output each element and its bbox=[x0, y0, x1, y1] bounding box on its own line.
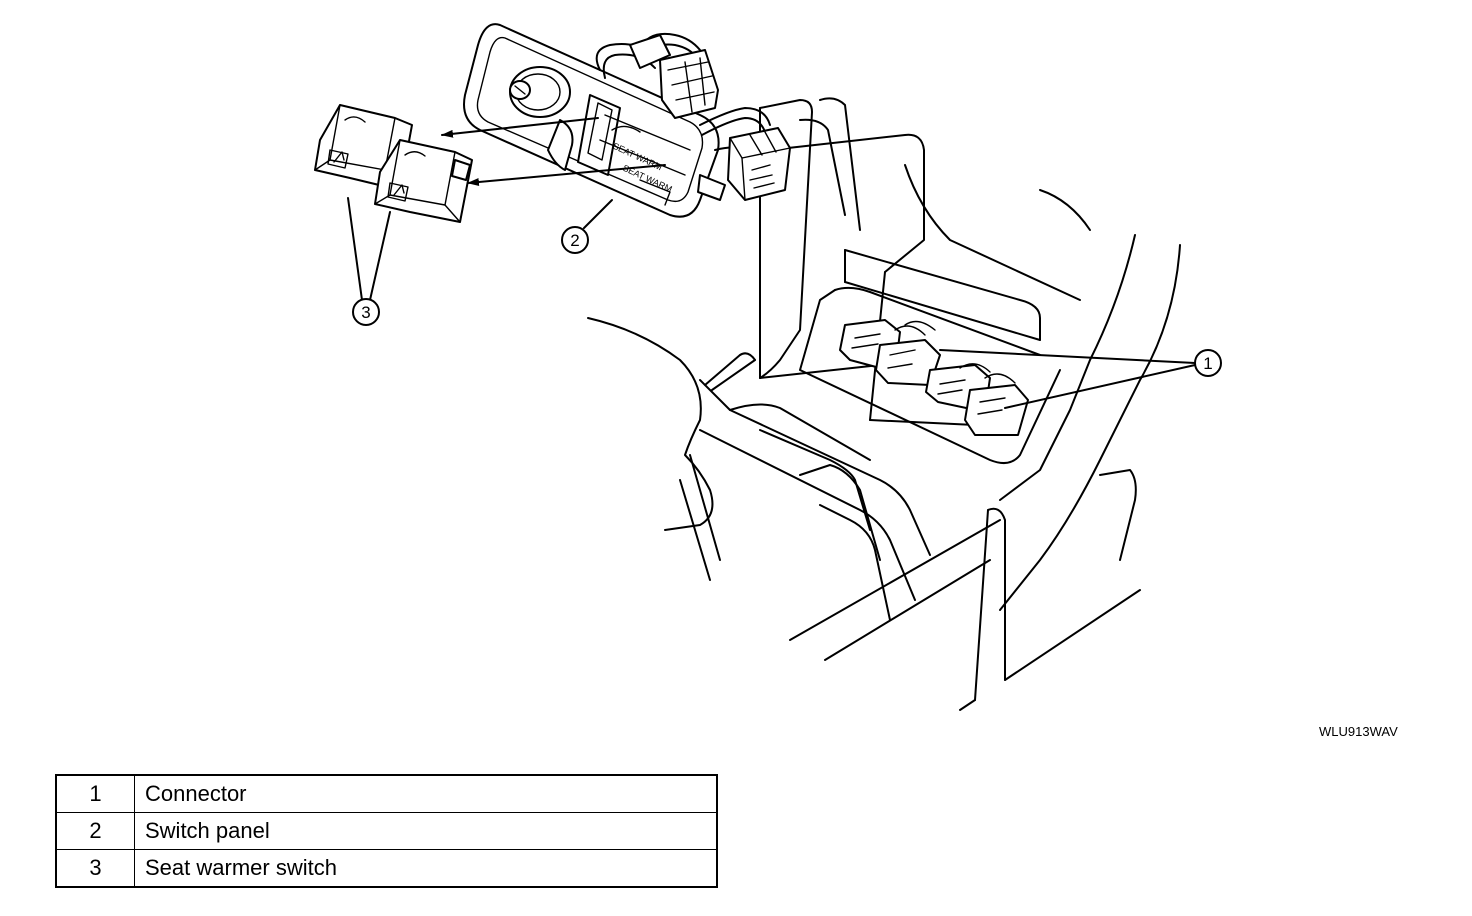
removal-arrow-lower bbox=[468, 165, 665, 186]
callout-2-circle bbox=[562, 227, 588, 253]
installed-switch-right bbox=[926, 364, 1028, 435]
callout-3-circle bbox=[353, 299, 379, 325]
legend-description: Switch panel bbox=[134, 812, 718, 850]
legend-description: Connector bbox=[134, 774, 718, 813]
callout-3-leader-a bbox=[348, 198, 362, 300]
legend-number: 3 bbox=[55, 849, 135, 888]
callout-3: 3 bbox=[348, 198, 390, 325]
center-console bbox=[588, 98, 1180, 710]
legend-number: 1 bbox=[55, 774, 135, 813]
legend-row: 2 Switch panel bbox=[55, 812, 718, 850]
switch-panel: SEAT WARM SEAT WARM bbox=[464, 24, 725, 217]
callout-1-leader-b bbox=[1005, 365, 1195, 408]
callout-1-label: 1 bbox=[1203, 354, 1212, 373]
callout-2-label: 2 bbox=[570, 231, 579, 250]
parts-legend-table: 1 Connector 2 Switch panel 3 Seat warmer… bbox=[55, 774, 718, 888]
legend-description: Seat warmer switch bbox=[134, 849, 718, 888]
removal-arrows bbox=[442, 118, 665, 186]
figure-code: WLU913WAV bbox=[1319, 724, 1398, 739]
harness-connector-upper bbox=[630, 35, 718, 118]
callout-1-circle bbox=[1195, 350, 1221, 376]
legend-row: 3 Seat warmer switch bbox=[55, 849, 718, 888]
callout-1: 1 bbox=[940, 350, 1221, 408]
seat-warmer-switch-right bbox=[375, 140, 472, 222]
removal-arrow-upper bbox=[442, 118, 598, 138]
callout-3-label: 3 bbox=[361, 303, 370, 322]
callout-3-leader-b bbox=[370, 212, 390, 300]
callout-2: 2 bbox=[562, 200, 612, 253]
legend-row: 1 Connector bbox=[55, 774, 718, 813]
installed-switch-left bbox=[840, 320, 940, 385]
callout-2-leader bbox=[584, 200, 612, 228]
legend-number: 2 bbox=[55, 812, 135, 850]
callout-1-leader-a bbox=[940, 350, 1195, 363]
harness-connector-side bbox=[728, 128, 790, 200]
